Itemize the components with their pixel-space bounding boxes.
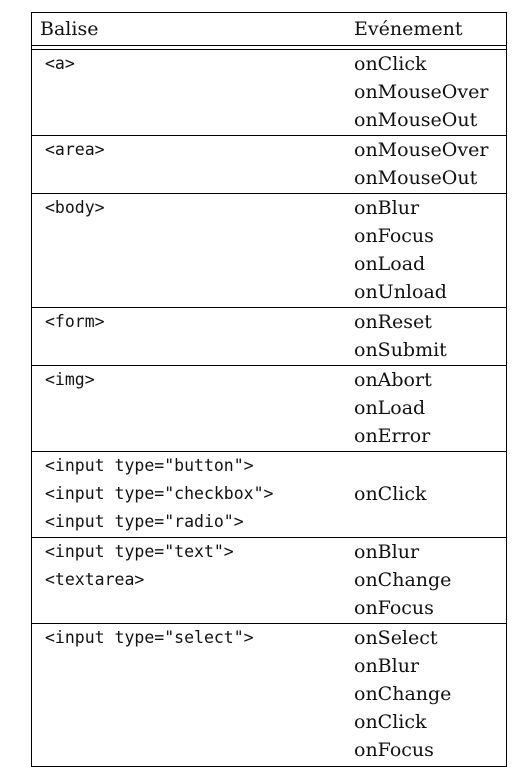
event-cell: onSelect onBlur onChange onClick onFocus <box>354 624 451 764</box>
event-text: onChange <box>354 683 452 705</box>
tag-text: <textarea> <box>45 570 145 589</box>
event-cell: onReset onSubmit <box>354 308 447 364</box>
event-text <box>354 452 427 480</box>
event-text: onLoad <box>354 397 426 419</box>
event-text: onBlur <box>354 655 420 677</box>
table-row: <input type="text"> <textarea> onBlur onCha… <box>32 538 506 624</box>
tag-cell: <input type="button"> <input type="checkb… <box>45 452 273 536</box>
event-text: onSubmit <box>354 339 447 361</box>
table-row: <input type="select"> onSelect onBlur onCha… <box>32 624 506 766</box>
event-text: onSelect <box>354 627 438 649</box>
table-row: <form> onReset onSubmit <box>32 308 506 366</box>
tag-text: <input type="select"> <box>45 628 254 647</box>
tag-cell: <body> <box>45 194 105 222</box>
table-row: <img> onAbort onLoad onError <box>32 366 506 452</box>
tag-cell: <input type="text"> <textarea> <box>45 538 234 594</box>
event-cell: onBlur onChange onFocus <box>354 538 451 622</box>
tag-cell: <input type="select"> <box>45 624 254 652</box>
event-text: onMouseOut <box>354 167 478 189</box>
tag-text: <input type="text"> <box>45 542 234 561</box>
event-cell: onMouseOver onMouseOut <box>354 136 488 192</box>
event-text: onBlur <box>354 197 420 219</box>
event-text: onFocus <box>354 225 434 247</box>
event-text: onAbort <box>354 369 432 391</box>
event-text: onFocus <box>354 597 434 619</box>
event-text: onChange <box>354 569 452 591</box>
tag-cell: <img> <box>45 366 95 394</box>
event-text: onFocus <box>354 739 434 761</box>
header-separator <box>32 46 506 50</box>
event-text: onMouseOver <box>354 81 489 103</box>
tag-text: <a> <box>45 54 75 73</box>
event-cell: onBlur onFocus onLoad onUnload <box>354 194 447 306</box>
tag-text: <img> <box>45 370 95 389</box>
event-text <box>354 508 427 536</box>
event-text: onLoad <box>354 253 426 275</box>
tag-cell: <area> <box>45 136 105 164</box>
table-body: <a> onClick onMouseOver onMouseOut <area> onM… <box>32 50 506 766</box>
event-text: onClick <box>354 483 427 505</box>
tag-text: <form> <box>45 312 105 331</box>
event-cell: onClick <box>354 452 427 536</box>
tag-text: <input type="checkbox"> <box>45 484 274 503</box>
event-text: onError <box>354 425 431 447</box>
tag-text: <input type="radio"> <box>45 512 244 531</box>
tag-cell: <form> <box>45 308 105 336</box>
event-text: onClick <box>354 711 427 733</box>
event-cell: onClick onMouseOver onMouseOut <box>354 50 488 134</box>
event-text: onBlur <box>354 541 420 563</box>
tag-text: <area> <box>45 140 105 159</box>
tag-cell: <a> <box>45 50 75 78</box>
event-text: onUnload <box>354 281 447 303</box>
table-header: Balise Evénement <box>32 13 506 46</box>
table-row: <body> onBlur onFocus onLoad onUnload <box>32 194 506 308</box>
event-text: onReset <box>354 311 432 333</box>
tag-text: <input type="button"> <box>45 456 254 475</box>
header-evenement: Evénement <box>354 18 463 40</box>
tag-text: <body> <box>45 198 105 217</box>
event-text: onMouseOver <box>354 139 489 161</box>
event-text: onMouseOut <box>354 109 478 131</box>
event-cell: onAbort onLoad onError <box>354 366 432 450</box>
header-balise: Balise <box>40 18 99 40</box>
event-text: onClick <box>354 53 427 75</box>
table-row: <input type="button"> <input type="checkb… <box>32 452 506 538</box>
table-row: <a> onClick onMouseOver onMouseOut <box>32 50 506 136</box>
table-row: <area> onMouseOver onMouseOut <box>32 136 506 194</box>
